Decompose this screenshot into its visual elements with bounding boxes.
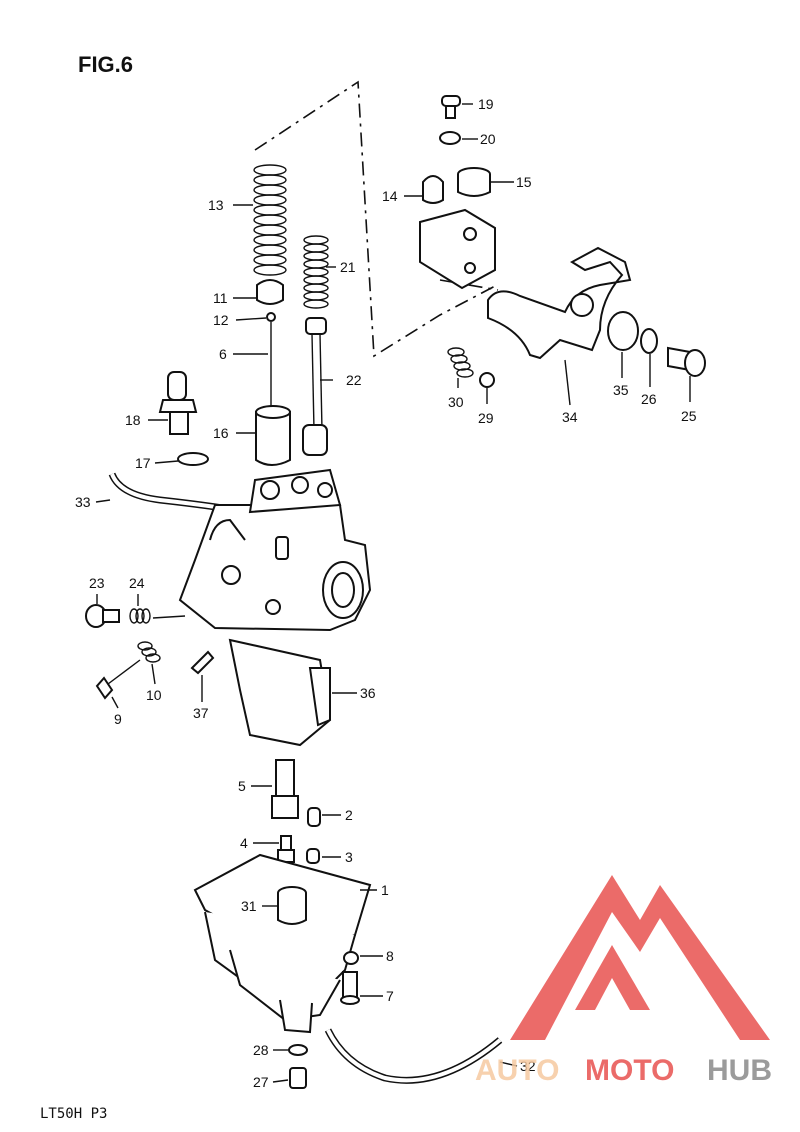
callout-22: 22 bbox=[346, 372, 362, 388]
callout-36: 36 bbox=[360, 685, 376, 701]
washer-20 bbox=[439, 131, 461, 145]
jet-2 bbox=[307, 807, 321, 827]
callout-35: 35 bbox=[613, 382, 629, 398]
callout-29: 29 bbox=[478, 410, 494, 426]
screw-25 bbox=[667, 346, 706, 377]
cap-15 bbox=[457, 167, 491, 197]
screw-27 bbox=[289, 1067, 307, 1089]
jet-3 bbox=[306, 848, 320, 864]
callout-10: 10 bbox=[146, 687, 162, 703]
pin-37 bbox=[190, 650, 215, 675]
callout-16: 16 bbox=[213, 425, 229, 441]
drain-pipe-32-inner bbox=[326, 1029, 502, 1083]
needle-valve-4 bbox=[277, 835, 295, 863]
callout-34: 34 bbox=[562, 409, 578, 425]
fitting-18 bbox=[158, 371, 198, 435]
callout-11: 11 bbox=[213, 290, 228, 306]
callout-5: 5 bbox=[238, 778, 246, 794]
cap-14 bbox=[422, 175, 444, 204]
spring-13 bbox=[253, 164, 287, 276]
carburetor-body bbox=[178, 468, 372, 632]
callout-8: 8 bbox=[386, 948, 394, 964]
starter-plunger-22 bbox=[302, 317, 328, 456]
callout-13: 13 bbox=[208, 197, 224, 213]
callout-23: 23 bbox=[89, 575, 105, 591]
callout-24: 24 bbox=[129, 575, 145, 591]
automotohub-watermark: AUTO MOTO HUB bbox=[475, 875, 772, 1087]
callout-20: 20 bbox=[480, 131, 496, 147]
callout-18: 18 bbox=[125, 412, 141, 428]
callout-19: 19 bbox=[478, 96, 494, 112]
callout-14: 14 bbox=[382, 188, 398, 204]
throttle-valve-16 bbox=[255, 405, 291, 466]
figure-title: FIG.6 bbox=[78, 52, 133, 77]
float-bowl-lower-36 bbox=[228, 638, 332, 747]
callout-21: 21 bbox=[340, 259, 356, 275]
screw-9 bbox=[95, 659, 141, 700]
callout-37: 37 bbox=[193, 705, 209, 721]
spring-10 bbox=[137, 641, 161, 663]
callout-9: 9 bbox=[114, 711, 122, 727]
callout-7: 7 bbox=[386, 988, 394, 1004]
callout-31: 31 bbox=[241, 898, 257, 914]
screw-19 bbox=[441, 95, 461, 119]
callout-27: 27 bbox=[253, 1074, 269, 1090]
callout-32: 32 bbox=[520, 1058, 536, 1074]
ball-29 bbox=[479, 372, 495, 388]
figure-footer: LT50H P3 bbox=[40, 1106, 107, 1122]
watermark-triangle-icon bbox=[510, 875, 770, 1040]
callout-25: 25 bbox=[681, 408, 697, 424]
throttle-housing bbox=[419, 208, 496, 290]
watermark-text-hub: HUB bbox=[707, 1054, 772, 1087]
callout-15: 15 bbox=[516, 174, 532, 190]
callout-26: 26 bbox=[641, 391, 657, 407]
callout-33: 33 bbox=[75, 494, 91, 510]
watermark-inner-icon bbox=[575, 945, 650, 1010]
washer-35 bbox=[607, 311, 639, 351]
washer-28 bbox=[288, 1044, 308, 1056]
assembly-line-upper bbox=[254, 80, 498, 358]
spring-21 bbox=[303, 235, 329, 309]
screw-7 bbox=[340, 971, 360, 1005]
callout-28: 28 bbox=[253, 1042, 269, 1058]
main-jet-5 bbox=[271, 759, 299, 819]
callout-17: 17 bbox=[135, 455, 151, 471]
callout-12: 12 bbox=[213, 312, 229, 328]
watermark-text-moto: MOTO bbox=[585, 1054, 674, 1087]
clip-12 bbox=[266, 312, 276, 322]
callout-2: 2 bbox=[345, 807, 353, 823]
washer-17 bbox=[177, 452, 209, 466]
callout-6: 6 bbox=[219, 346, 227, 362]
throttle-lever-34 bbox=[487, 246, 632, 360]
needle-retainer-11 bbox=[256, 279, 284, 305]
float-chamber bbox=[193, 853, 372, 1034]
callout-4: 4 bbox=[240, 835, 248, 851]
callout-30: 30 bbox=[448, 394, 464, 410]
washer-26 bbox=[640, 328, 658, 354]
spring-30 bbox=[447, 347, 474, 378]
callout-3: 3 bbox=[345, 849, 353, 865]
screw-23 bbox=[85, 604, 120, 628]
spring-24 bbox=[129, 608, 151, 624]
clip-8 bbox=[343, 951, 359, 965]
leader-lines bbox=[95, 103, 691, 1083]
callout-1: 1 bbox=[381, 882, 389, 898]
watermark-text-auto: AUTO bbox=[475, 1054, 559, 1087]
